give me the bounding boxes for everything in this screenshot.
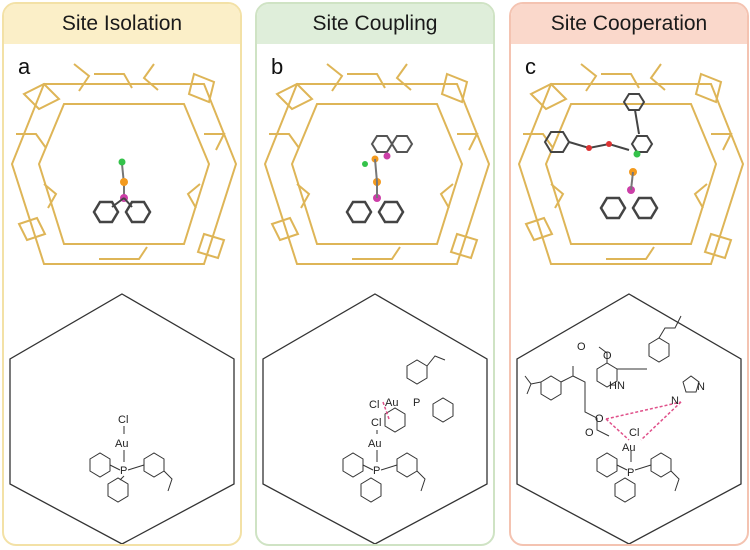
diagram-svg: O HN O N O O Cl Au P N [516, 63, 745, 544]
molecule-model [543, 93, 659, 220]
chlorine-atom [633, 150, 641, 158]
atom-label-o: O [585, 427, 594, 439]
pore-hexagon [9, 293, 235, 544]
chlorine-atom [362, 161, 368, 167]
panel-label: b [271, 54, 284, 79]
molecule-model [345, 135, 414, 224]
panel-label: c [525, 54, 536, 79]
atom-label-au-top: Au [385, 397, 398, 409]
panel-title: Site Cooperation [511, 4, 747, 44]
atom-label-cl-top: Cl [369, 399, 379, 411]
atom-label-o: O [595, 413, 604, 425]
atom-label-cl: Cl [371, 417, 381, 429]
phenyl-ring [599, 196, 627, 220]
atom-label-cl: Cl [118, 414, 128, 426]
phenyl-ring [124, 200, 152, 224]
atom-label-n: N [697, 381, 705, 393]
diagram-svg: Cl Au P Cl Au P [262, 63, 491, 544]
pore-hexagon [516, 293, 742, 544]
panel-title: Site Coupling [257, 4, 493, 44]
atom-label-n: N [671, 395, 679, 407]
aurophilic-interaction [382, 401, 390, 420]
chemical-structure [342, 355, 454, 503]
chemical-structure [89, 426, 173, 503]
atom-label-p: P [120, 465, 127, 477]
atom-label-p: P [373, 465, 380, 477]
phenyl-ring [92, 200, 120, 224]
panel-site-coupling: Site Coupling b [255, 2, 495, 546]
phenyl-ring [345, 200, 373, 224]
chemical-structure [524, 315, 700, 503]
framework-structure [10, 63, 238, 265]
atom-label-au: Au [115, 438, 128, 450]
gold-atom [120, 178, 128, 186]
hydrogen-bond-lines [605, 401, 682, 441]
atom-label-p: P [627, 467, 634, 479]
diagram-svg: Cl Au P [9, 63, 238, 544]
phenyl-ring [631, 196, 659, 220]
molecule-model [92, 158, 152, 224]
panel-site-isolation: Site Isolation a [2, 2, 242, 546]
pore-hexagon [262, 293, 488, 544]
framework-structure [263, 63, 491, 265]
atom-label-o: O [603, 350, 612, 362]
phosphorus-atom [383, 152, 391, 160]
atom-label-au: Au [368, 438, 381, 450]
phenyl-ring [377, 200, 405, 224]
atom-label-cl: Cl [629, 427, 639, 439]
chlorine-atom [118, 158, 126, 166]
panel-site-cooperation: Site Cooperation c [509, 2, 749, 546]
atom-label-hn: HN [609, 380, 625, 392]
framework-structure [517, 63, 745, 265]
atom-label-o: O [577, 341, 586, 353]
atom-label-au: Au [622, 442, 635, 454]
atom-label-p-top: P [413, 397, 420, 409]
panel-label: a [18, 54, 31, 79]
panel-title: Site Isolation [4, 4, 240, 44]
